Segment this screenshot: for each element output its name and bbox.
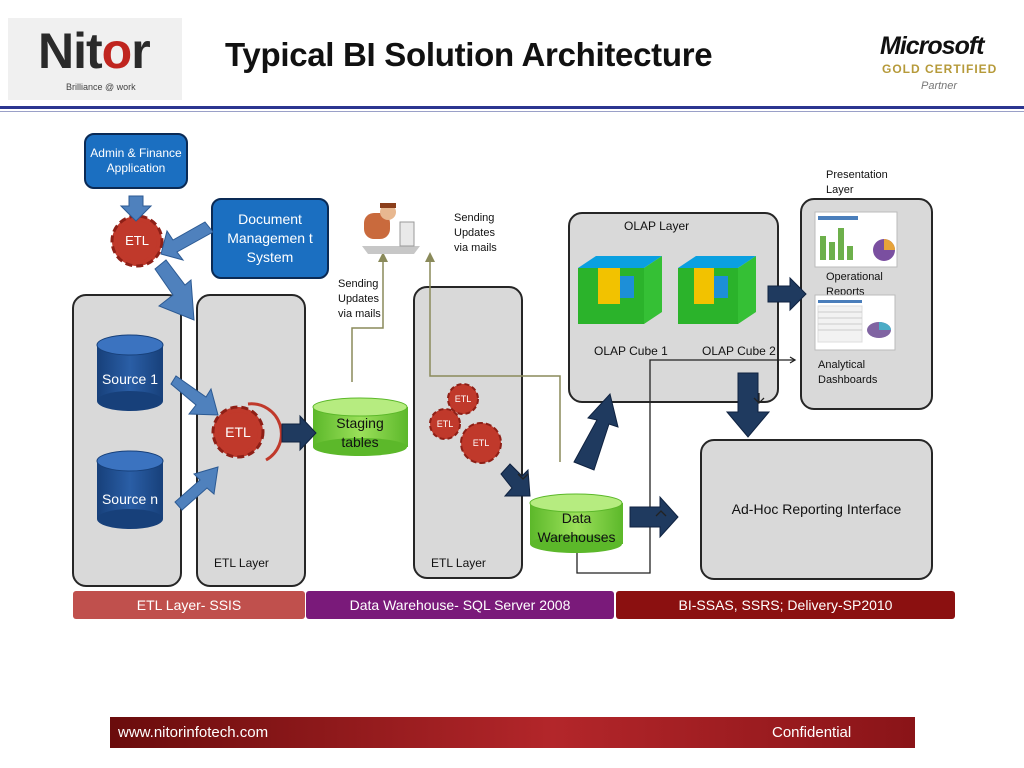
analytical-dashboards-label: Analytical Dashboards — [818, 359, 878, 386]
data-warehouses-label: Data Warehouses — [537, 510, 616, 545]
chevron-marks — [517, 356, 797, 517]
mail-line-right — [429, 258, 561, 462]
source-1-label: Source 1 — [101, 371, 159, 387]
flow-arrows-dark — [281, 276, 807, 539]
mail-line-left — [351, 258, 384, 382]
arrow-dw-to-olap — [573, 392, 619, 471]
arrow-etl-to-staging — [281, 414, 317, 452]
staging-label: Staging tables — [336, 415, 384, 450]
presentation-layer-label: Presentation Layer — [826, 169, 888, 196]
adhoc-label: Ad-Hoc Reporting Interface — [731, 501, 902, 517]
footer-bar — [110, 717, 915, 748]
admin-finance-app-box: Admin & Finance Application — [84, 133, 188, 189]
footer-url: www.nitorinfotech.com — [118, 724, 269, 741]
sending-updates-left-label: Sending Updates via mails — [338, 278, 381, 320]
admin-finance-app-label: Admin & Finance Application — [90, 146, 182, 175]
sources-layer-box — [72, 294, 182, 587]
etl-gear-left-label: ETL — [225, 424, 251, 440]
olap-layer-label: OLAP Layer — [624, 219, 690, 233]
etl-layer-label-left: ETL Layer — [214, 556, 269, 570]
etl-gear-cluster — [429, 383, 502, 464]
microsoft-logo: Microsoft — [880, 32, 984, 60]
operational-report-thumbnail — [814, 211, 898, 268]
nitor-logo: Nitor — [38, 23, 151, 79]
document-management-label: Document Managemen t System — [227, 211, 313, 265]
olap-cube-1-icon — [578, 256, 662, 324]
arrow-admin-to-etl — [119, 195, 153, 222]
arrow-etl-to-etllayer — [154, 259, 195, 321]
gold-certified-badge: GOLD CERTIFIED — [882, 62, 998, 76]
etl-gear-top — [110, 214, 164, 268]
arrow-docs-to-etl — [160, 221, 214, 261]
mail-arrowhead-right — [425, 252, 435, 262]
etl-gear-cluster-label-3: ETL — [472, 438, 490, 448]
arrow-olap-to-reports — [767, 276, 807, 312]
architecture-diagram — [96, 195, 898, 574]
etl-gear-top-label: ETL — [125, 233, 149, 248]
staging-cylinder — [312, 397, 408, 456]
analytical-dashboard-thumbnail — [814, 294, 896, 351]
arrow-source1-to-etl — [170, 375, 219, 416]
arrow-dw-to-adhoc — [629, 495, 679, 539]
connector-lines — [576, 359, 795, 574]
etl-gear-cluster-label-2: ETL — [436, 419, 454, 429]
sending-updates-right-label: Sending Updates via mails — [454, 212, 497, 254]
arrow-cluster-to-dw — [500, 463, 531, 497]
source-1-cylinder — [96, 334, 164, 411]
partner-label: Partner — [921, 80, 958, 92]
band-etl-ssis: ETL Layer- SSIS — [73, 591, 305, 619]
document-management-box: Document Managemen t System — [211, 198, 329, 279]
band-data-warehouse: Data Warehouse- SQL Server 2008 — [306, 591, 614, 619]
mail-arrowhead-left — [378, 252, 388, 262]
olap-cube-1-label: OLAP Cube 1 — [594, 344, 668, 358]
page-title: Typical BI Solution Architecture — [225, 36, 713, 73]
logo-tagline: Brilliance @ work — [66, 82, 136, 92]
arrow-olap-to-adhoc — [725, 372, 771, 438]
olap-cube-2-label: OLAP Cube 2 — [702, 344, 776, 358]
flow-arrows-light — [119, 195, 219, 511]
etl-gear-left — [211, 402, 283, 462]
mail-lines — [351, 258, 561, 462]
header-rule — [0, 106, 1024, 109]
footer-confidential: Confidential — [772, 724, 852, 741]
nitor-logo-accent: o — [101, 23, 133, 79]
source-n-label: Source n — [101, 491, 159, 507]
header-rule-thin — [0, 111, 1024, 112]
band-bi-delivery: BI-SSAS, SSRS; Delivery-SP2010 — [616, 591, 955, 619]
olap-cube-2-icon — [678, 256, 756, 324]
data-warehouse-cylinder — [529, 493, 623, 553]
etl-layer-label-mid: ETL Layer — [431, 556, 486, 570]
source-n-cylinder — [96, 450, 164, 529]
arrow-sourcen-to-etl — [174, 466, 219, 511]
adhoc-box — [700, 439, 933, 580]
person-icon — [362, 203, 420, 254]
logo-background — [8, 18, 182, 100]
etl-gear-cluster-label-1: ETL — [454, 394, 472, 404]
